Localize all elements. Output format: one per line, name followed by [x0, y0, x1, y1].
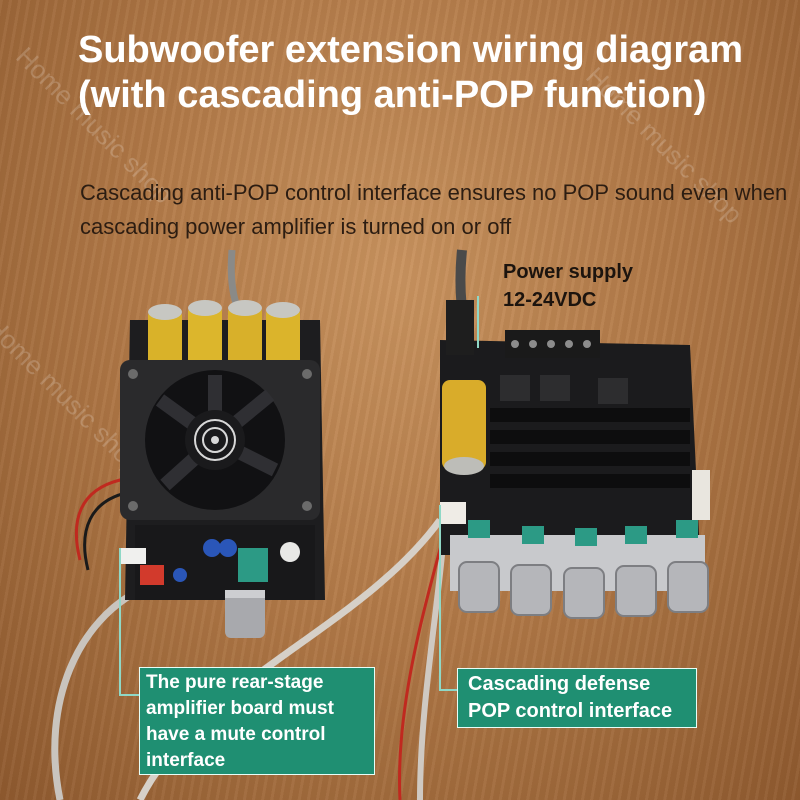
potentiometer — [238, 548, 268, 582]
callout-line: have a mute control — [146, 724, 326, 745]
control-knobs — [458, 561, 709, 619]
black-wire — [83, 490, 131, 571]
callout-line: interface — [146, 750, 226, 771]
connector — [692, 470, 710, 520]
callout-line: The pure rear-stage — [146, 672, 324, 693]
page-title: Subwoofer extension wiring diagram (with… — [78, 29, 744, 116]
dc-jack — [446, 300, 474, 355]
pop-control-callout: Cascading defense POP control interface — [457, 668, 697, 728]
callout-line: POP control interface — [468, 700, 673, 722]
page-subtitle: Cascading anti-POP control interface ens… — [80, 180, 788, 239]
red-wire — [398, 529, 447, 800]
callout-line: amplifier board must — [146, 698, 334, 719]
volume-knob — [225, 590, 265, 638]
dip-switch — [140, 565, 164, 585]
red-wire — [74, 478, 142, 561]
capacitors — [148, 300, 300, 370]
teal-potentiometers — [468, 520, 698, 546]
connector-lines — [119, 296, 479, 696]
power-supply-voltage: 12-24VDC — [503, 289, 597, 311]
rear-stage-amplifier-board — [120, 300, 325, 638]
audio-cable — [51, 586, 142, 800]
power-supply-label: Power supply 12-24VDC — [503, 258, 633, 314]
front-stage-amplifier-board — [440, 300, 710, 619]
pop-control-connector — [440, 502, 466, 524]
audio-cable — [417, 519, 448, 800]
callout-line: Cascading defense — [468, 673, 651, 695]
power-supply-label-line1: Power supply — [503, 261, 634, 283]
capacitor — [442, 380, 486, 470]
connector — [120, 548, 146, 564]
mute-interface-callout: The pure rear-stage amplifier board must… — [139, 667, 375, 775]
heatsink — [490, 408, 690, 488]
cooling-fan — [120, 360, 320, 520]
